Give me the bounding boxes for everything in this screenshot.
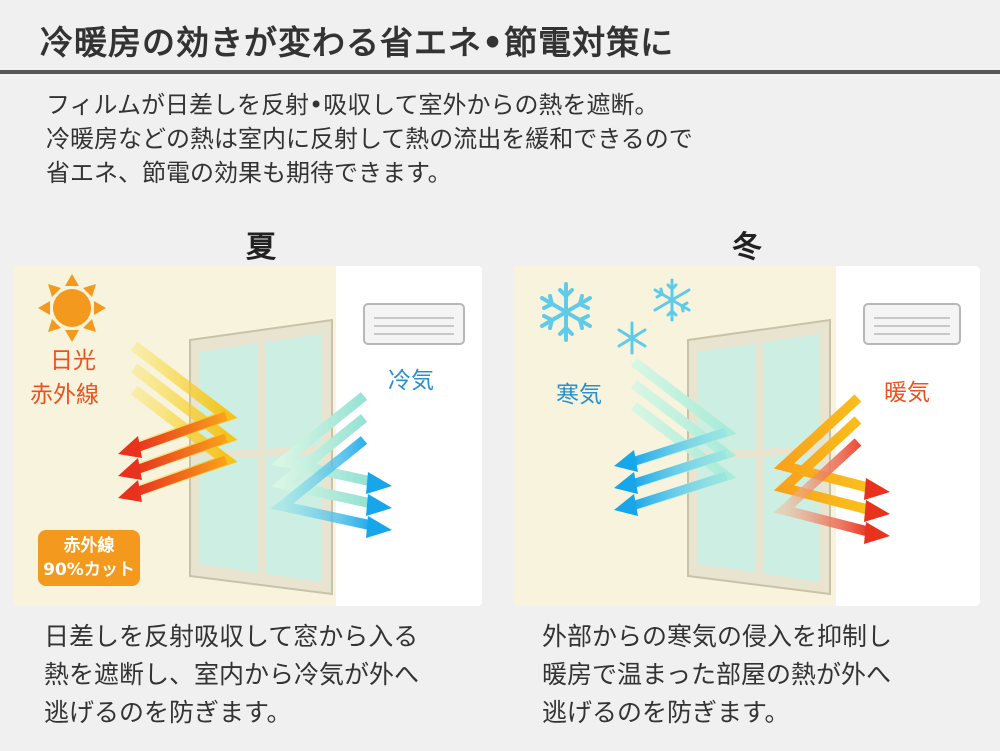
winter-heading: 冬 [732, 230, 762, 265]
air-conditioner-icon [363, 303, 465, 345]
winter-caption: 外部からの寒気の侵入を抑制し 暖房で温まった部屋の熱が外へ 逃げるのを防ぎます。 [542, 622, 893, 727]
air-conditioner-icon [863, 303, 961, 345]
snowflake-icon [653, 278, 691, 322]
intro-text: フィルムが日差しを反射•吸収して室外からの熱を遮断。 冷暖房などの熱は室内に反射… [46, 88, 693, 190]
cold-air-outgoing [630, 427, 728, 511]
snowflake-icon [617, 321, 647, 355]
reflected-heat-arrows [134, 411, 228, 497]
reflected-heat-arrowheads [118, 436, 142, 502]
warm-air-arrowheads [864, 478, 890, 544]
warm-air-label: 暖気 [884, 380, 930, 406]
snowflake-icon [540, 282, 592, 342]
window-icon [189, 318, 333, 596]
intro-line: 冷暖房などの熱は室内に反射して熱の流出を緩和できるので [46, 125, 693, 153]
cold-air-label: 寒気 [556, 382, 602, 408]
cool-air-label: 冷気 [388, 368, 434, 394]
intro-line: フィルムが日差しを反射•吸収して室外からの熱を遮断。 [46, 91, 659, 119]
window-icon [687, 318, 831, 596]
cool-air-arrowheads [366, 472, 392, 538]
intro-line: 省エネ、節電の効果も期待できます。 [46, 159, 452, 187]
title-divider [0, 70, 1000, 74]
warm-air-rays [773, 394, 872, 537]
cool-air-rays [270, 392, 376, 531]
sun-icon [38, 274, 106, 342]
sunlight-label: 日光 赤外線 [30, 348, 99, 408]
page-title: 冷暖房の効きが変わる省エネ•節電対策に [40, 23, 675, 62]
winter-panel [514, 266, 980, 606]
summer-heading: 夏 [246, 230, 276, 265]
ir-cut-badge: 赤外線 90%カット [38, 530, 140, 586]
summer-caption: 日差しを反射吸収して窓から入る 熱を遮断し、室内から冷気が外へ 逃げるのを防ぎま… [44, 622, 420, 727]
summer-panel [14, 266, 482, 606]
cold-air-arrowheads [614, 450, 638, 516]
